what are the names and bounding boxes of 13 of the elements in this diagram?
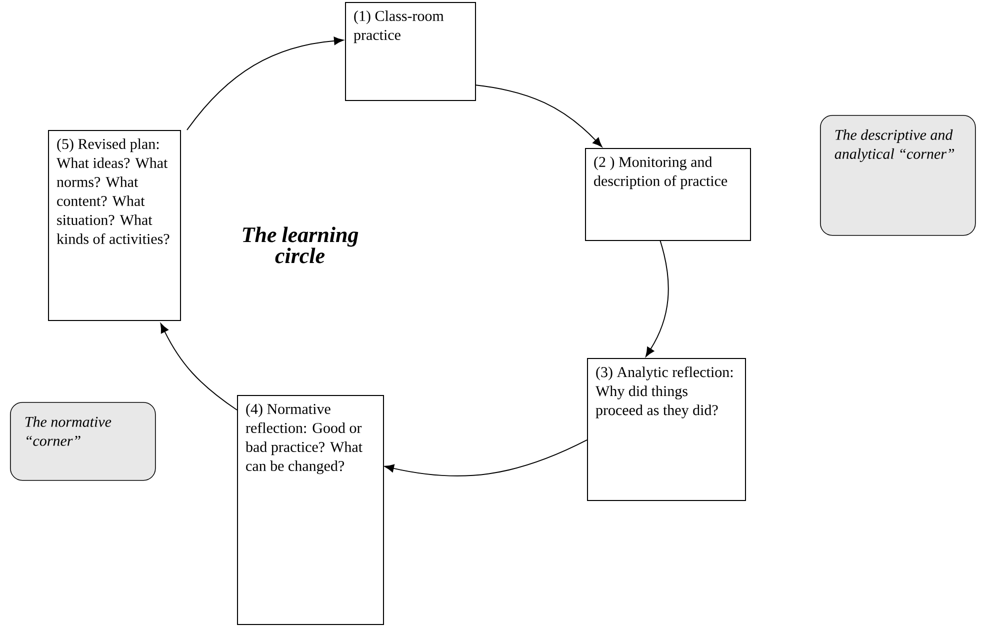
process-box: (1) Class-room practice	[345, 2, 476, 101]
process-box: (2 ) Monitoring and description of practice	[585, 148, 751, 241]
arrow	[474, 84, 602, 148]
arrow	[646, 240, 669, 357]
arrow	[160, 323, 238, 410]
arrow	[186, 36, 344, 130]
process-box: (5) Revised plan: What ideas? What norms? What content? What situation? What kinds of activities?	[48, 130, 181, 321]
annotation-box: The normative “corner”	[10, 402, 156, 481]
process-box: (4) Normative reflection: Good or bad practice? What can be changed?	[237, 395, 384, 625]
arrow	[384, 439, 588, 477]
process-box: (3) Analytic reflection: Why did things proceed as they did?	[587, 358, 746, 501]
annotation-box: The descriptive and analytical “corner”	[820, 115, 976, 236]
title: The learning circle	[242, 226, 358, 264]
